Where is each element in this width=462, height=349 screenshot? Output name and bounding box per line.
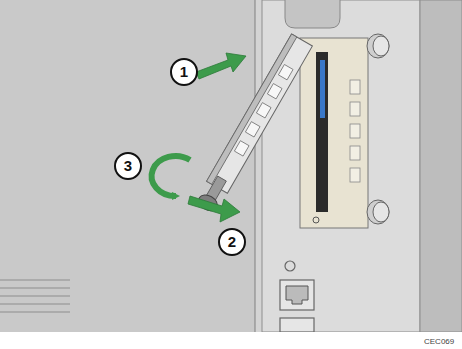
figure-code: CEC069 bbox=[424, 337, 454, 347]
callout-number: 2 bbox=[218, 228, 246, 256]
callout-number: 3 bbox=[114, 152, 142, 180]
callout-number: 1 bbox=[170, 58, 198, 86]
